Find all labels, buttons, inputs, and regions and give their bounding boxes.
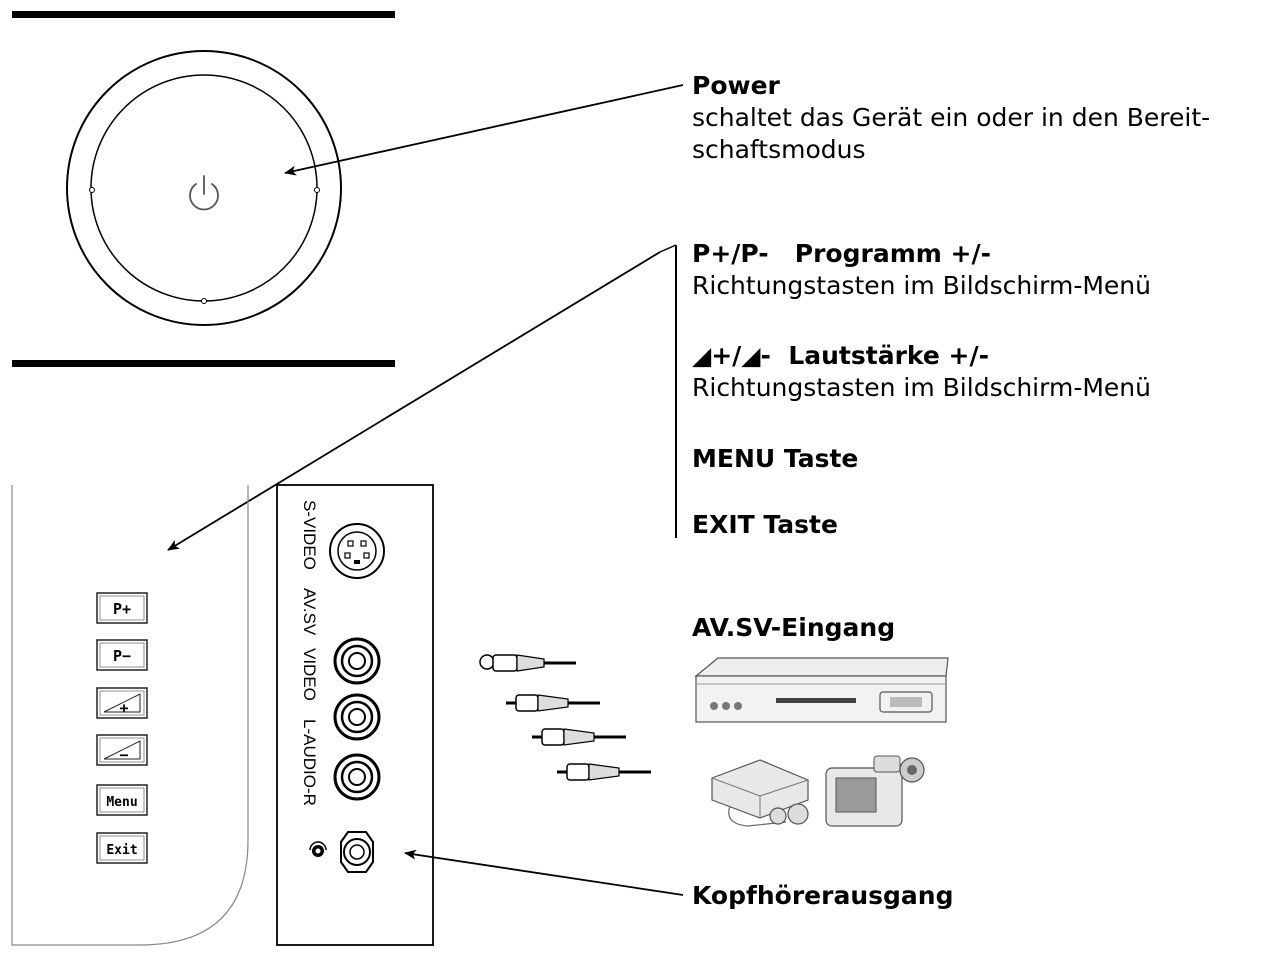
dvd-player-icon — [694, 657, 949, 723]
port-label-video: VIDEO — [300, 648, 319, 701]
device-button-volume-minus[interactable]: − — [96, 734, 148, 766]
headphone-port[interactable] — [340, 831, 374, 873]
volume-wedge-icon — [103, 693, 141, 713]
exit-key-title: EXIT Taste — [692, 510, 838, 539]
program-description: Richtungstasten im Bildschirm-Menü — [692, 271, 1151, 300]
av-input-title: AV.SV-Eingang — [692, 613, 896, 642]
device-button-p-plus[interactable]: P+ — [96, 592, 148, 624]
headphone-callout-line — [404, 849, 684, 896]
power-title: Power — [692, 71, 780, 100]
connector-panel — [276, 484, 434, 946]
volume-wedge-icon — [103, 740, 141, 760]
port-label-s-video: S-VIDEO — [300, 500, 319, 570]
device-side-panel — [11, 485, 249, 946]
rca-plug-icon — [532, 728, 626, 746]
projector-icon — [711, 759, 809, 827]
audio-right-port[interactable] — [333, 753, 381, 801]
device-button-label: Exit — [106, 843, 137, 858]
program-title: P+/P- Programm +/- — [692, 239, 991, 268]
s-video-port[interactable] — [329, 523, 385, 579]
device-button-volume-plus[interactable]: + — [96, 687, 148, 719]
device-button-p-minus[interactable]: P− — [96, 639, 148, 671]
rca-plug-icon — [506, 694, 600, 712]
port-label-av-sv: AV.SV — [300, 588, 319, 636]
power-description-line1: schaltet das Gerät ein oder in den Berei… — [692, 103, 1211, 132]
s-video-plug-icon — [479, 654, 576, 672]
device-button-label: P+ — [113, 600, 131, 618]
power-description-line2: schaftsmodus — [692, 135, 866, 164]
port-label-audio: L-AUDIO-R — [300, 719, 319, 806]
audio-left-port[interactable] — [333, 693, 381, 741]
menu-key-title: MENU Taste — [692, 444, 859, 473]
device-button-label: − — [119, 746, 128, 764]
controls-bracket-line — [167, 244, 677, 551]
device-button-label: Menu — [106, 795, 137, 810]
device-button-label: + — [119, 699, 128, 717]
volume-description: Richtungstasten im Bildschirm-Menü — [692, 373, 1151, 402]
rca-plug-icon — [557, 763, 651, 781]
video-port[interactable] — [333, 637, 381, 685]
volume-title: ◢+/◢- Lautstärke +/- — [692, 341, 989, 370]
top-divider-bar — [12, 11, 395, 18]
power-button[interactable] — [66, 50, 342, 326]
device-button-exit[interactable]: Exit — [96, 832, 148, 864]
power-callout-line — [284, 84, 684, 176]
device-button-menu[interactable]: Menu — [96, 784, 148, 816]
camcorder-icon — [825, 755, 925, 827]
headphone-output-title: Kopfhörerausgang — [692, 881, 954, 910]
power-icon — [189, 175, 219, 211]
bottom-divider-bar — [12, 360, 395, 367]
device-button-label: P− — [113, 647, 131, 665]
headphone-icon — [309, 841, 327, 857]
